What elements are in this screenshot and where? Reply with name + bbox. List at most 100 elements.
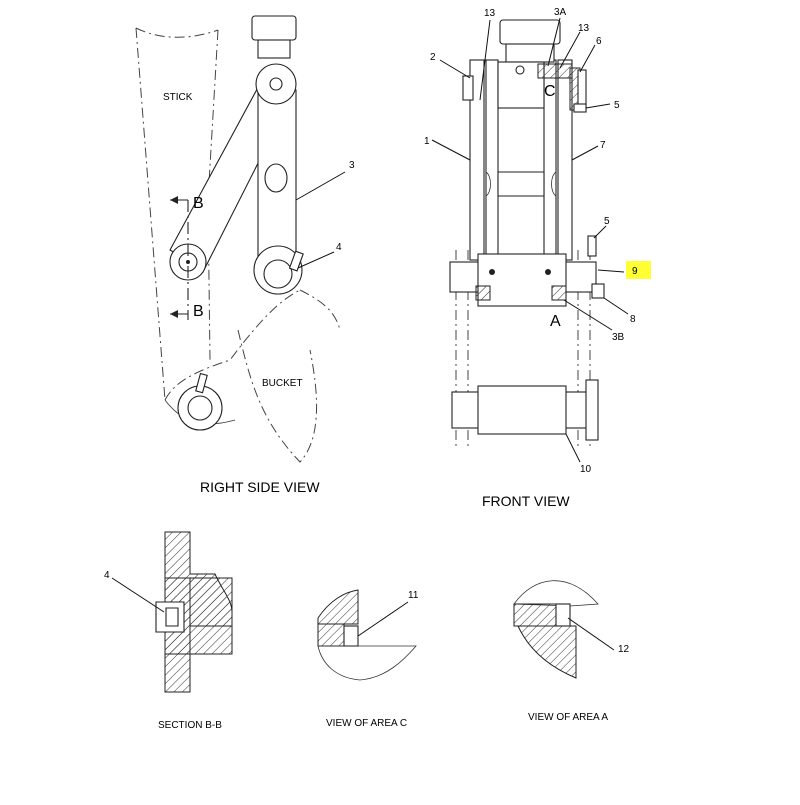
section-arrowhead-bottom [170, 310, 178, 318]
grease-fitting-side [288, 250, 304, 272]
front-link-left-inner [485, 59, 499, 261]
bucket-outline [237, 329, 317, 463]
callout-3b-leader [563, 299, 613, 331]
front-lower-housing [477, 253, 567, 307]
callout-3-leader [295, 171, 346, 201]
right-side-view: B B STICK BUCKET 3 4 RIGHT SIDE VIEW [135, 15, 355, 495]
pivot-lower-pin [263, 259, 293, 289]
pivot-bucket-pin [187, 395, 213, 421]
callout-3b: 3B [612, 332, 625, 343]
section-arrowhead-top [170, 196, 178, 204]
callout-10: 10 [580, 464, 592, 475]
link-mid-hole [264, 163, 288, 193]
front-lower-bolt [591, 283, 605, 299]
front-bottom-housing [477, 385, 567, 435]
area-a-seal [555, 603, 571, 627]
callout-8: 8 [630, 314, 636, 325]
front-mid-tube-right-curve [551, 171, 557, 197]
stick-edge-left [135, 27, 166, 401]
front-lower-seal-left [475, 285, 491, 301]
callout-6: 6 [596, 36, 602, 47]
callout-13a-leader [479, 19, 491, 101]
callout-13b: 13 [578, 23, 590, 34]
bucket-label: BUCKET [262, 378, 303, 389]
area-c-caption: VIEW OF AREA C [326, 718, 407, 729]
bucket-arm-edge [299, 289, 341, 331]
area-a-callout-leader [567, 617, 615, 651]
area-c-lower-hatch [317, 623, 345, 647]
front-lower-dot-right [545, 269, 551, 275]
area-c-label: C [544, 83, 556, 100]
callout-1: 1 [424, 136, 430, 147]
front-top-pin-hole [515, 65, 525, 75]
front-lower-seal-right [551, 285, 567, 301]
callout-1-leader [431, 139, 471, 161]
front-cap-neck [505, 43, 555, 63]
callout-9: 9 [632, 266, 638, 277]
section-label-bottom: B [193, 303, 204, 320]
callout-8-leader [603, 297, 629, 315]
area-c-pin-outline [317, 645, 417, 681]
callout-7-leader [571, 145, 599, 161]
front-mid-tube-left-curve [485, 171, 491, 197]
stick-label: STICK [163, 92, 193, 103]
area-a-label: A [550, 313, 561, 330]
area-c-upper-hatch [317, 589, 359, 625]
section-bb-flange [189, 577, 233, 655]
front-grease-cap [499, 19, 561, 45]
callout-7: 7 [600, 140, 606, 151]
callout-5a: 5 [614, 100, 620, 111]
callout-2: 2 [430, 52, 436, 63]
callout-10-leader [565, 433, 581, 463]
front-view-caption: FRONT VIEW [482, 493, 570, 509]
callout-9-leader [597, 269, 625, 273]
section-bb-fitting-nut [165, 607, 179, 627]
callout-6-leader [579, 44, 596, 73]
section-bb-caption: SECTION B-B [158, 720, 222, 731]
grease-cap-top [251, 15, 297, 41]
callout-9-highlight [626, 261, 651, 279]
stick-top-edge [135, 27, 219, 38]
front-view: C A 13 3A 13 6 2 5 1 7 5 9 8 3B 10 FRONT… [424, 7, 651, 509]
area-c-callout: 11 [408, 590, 419, 601]
callout-2-leader [439, 59, 471, 79]
grease-fitting-bucket [195, 372, 208, 394]
front-top-bolt [573, 103, 587, 113]
section-label-top: B [193, 195, 204, 212]
area-c-view: 11 VIEW OF AREA C [317, 589, 419, 729]
callout-5a-leader [585, 103, 611, 109]
callout-5b-leader [593, 225, 607, 239]
area-a-view: 12 VIEW OF AREA A [513, 580, 630, 723]
callout-13b-leader [559, 31, 581, 69]
section-bb-callout: 4 [104, 570, 110, 581]
front-top-bearing-hatch [537, 63, 573, 79]
front-top-pin-body [497, 61, 545, 109]
section-bb-view: 4 SECTION B-B [104, 531, 233, 731]
grease-cap-neck [257, 39, 291, 59]
callout-13a: 13 [484, 8, 496, 19]
front-lower-dot-left [489, 269, 495, 275]
section-bb-callout-leader [111, 577, 165, 613]
callout-4-leader [297, 251, 335, 269]
area-a-caption: VIEW OF AREA A [528, 712, 608, 723]
callout-5b: 5 [604, 216, 610, 227]
callout-3a: 3A [554, 7, 567, 18]
front-lower-grease-fitting [587, 235, 597, 257]
area-a-upper-hatch [513, 603, 557, 627]
area-a-lower-hatch [517, 625, 577, 679]
stick-bottom-edge [164, 289, 301, 401]
area-c-callout-leader [357, 601, 409, 637]
area-c-seal [343, 625, 359, 647]
callout-3: 3 [349, 160, 355, 171]
front-bottom-plate [585, 379, 599, 441]
right-side-view-caption: RIGHT SIDE VIEW [200, 479, 320, 495]
front-top-spacer [462, 75, 474, 101]
callout-4: 4 [336, 242, 342, 253]
link-top-pin [269, 77, 283, 91]
area-a-callout: 12 [618, 644, 630, 655]
front-mid-tube [497, 171, 545, 197]
area-a-pin-outline [513, 580, 599, 607]
callout-3a-leader [547, 17, 561, 67]
